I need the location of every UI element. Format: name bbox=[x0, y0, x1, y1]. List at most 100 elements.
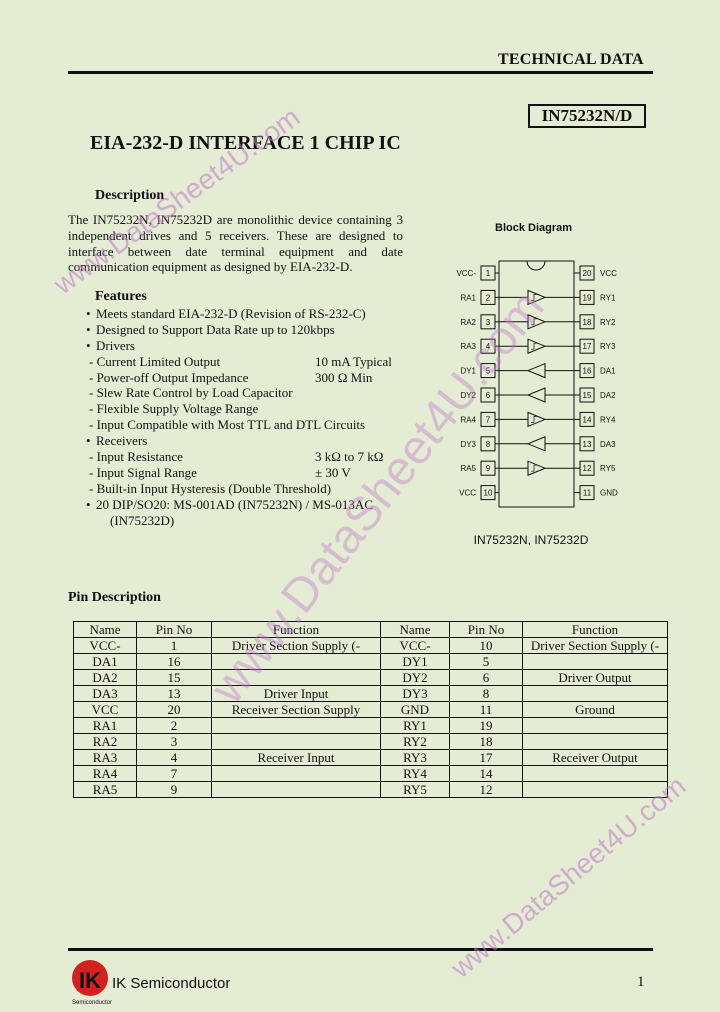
table-cell: 19 bbox=[449, 717, 523, 734]
pin-number: 4 bbox=[486, 342, 491, 351]
table-cell: Receiver Output bbox=[522, 749, 668, 766]
description-heading: Description bbox=[95, 188, 165, 203]
feature-text: Designed to Support Data Rate up to 120k… bbox=[96, 321, 335, 337]
receiver-buffer bbox=[527, 338, 547, 354]
table-cell: RY1 bbox=[380, 717, 450, 734]
pin-number: 14 bbox=[583, 415, 592, 424]
pin-label: DA3 bbox=[600, 440, 616, 449]
part-number-box: IN75232N/D bbox=[528, 104, 646, 128]
table-cell bbox=[522, 685, 668, 702]
pin-number: 1 bbox=[486, 269, 491, 278]
pin-number: 19 bbox=[583, 293, 592, 302]
feature-text: Receivers bbox=[96, 433, 148, 449]
feature-item: Meets standard EIA-232-D (Revision of RS… bbox=[86, 306, 416, 322]
pin-number: 11 bbox=[583, 489, 592, 498]
svg-text:Semiconductor: Semiconductor bbox=[72, 1000, 112, 1006]
ik-logo: IK Semiconductor bbox=[72, 960, 112, 1006]
pin-number: 18 bbox=[583, 318, 592, 327]
table-cell: Driver Output bbox=[522, 669, 668, 686]
table-cell: 7 bbox=[136, 765, 212, 782]
feature-text: - Input Signal Range bbox=[89, 464, 197, 480]
pin-label: VCC bbox=[600, 269, 617, 278]
column-header: Name bbox=[73, 621, 137, 638]
pin-number: 17 bbox=[583, 342, 592, 351]
pin-number: 15 bbox=[583, 391, 592, 400]
feature-text: - Power-off Output Impedance bbox=[89, 369, 249, 385]
table-cell: 1 bbox=[136, 637, 212, 654]
pin-number: 8 bbox=[486, 440, 491, 449]
table-cell bbox=[522, 653, 668, 670]
table-cell: VCC- bbox=[380, 637, 450, 654]
hysteresis-mark bbox=[531, 416, 537, 423]
header-rule bbox=[68, 71, 653, 74]
svg-text:IK: IK bbox=[79, 968, 101, 993]
hysteresis-mark bbox=[531, 464, 537, 472]
table-cell: RA2 bbox=[73, 733, 137, 750]
table-cell: DA1 bbox=[73, 653, 137, 670]
table-cell: 6 bbox=[449, 669, 523, 686]
table-cell: DY3 bbox=[380, 685, 450, 702]
pin-label: DY2 bbox=[460, 391, 476, 400]
feature-text: - Input Resistance bbox=[89, 449, 183, 465]
pin-number: 12 bbox=[583, 464, 592, 473]
driver-buffer bbox=[526, 387, 546, 403]
pin-label: GND bbox=[600, 489, 618, 498]
feature-item: - Built-in Input Hysteresis (Double Thre… bbox=[86, 481, 416, 497]
table-cell bbox=[211, 717, 381, 734]
document-title: EIA-232-D INTERFACE 1 CHIP IC bbox=[90, 132, 401, 154]
block-diagram: 1VCC-2RA13RA24RA35DY16DY27RA48DY39RA510V… bbox=[456, 260, 618, 545]
pin-label: RA3 bbox=[460, 342, 476, 351]
table-cell: RA5 bbox=[73, 781, 137, 798]
driver-buffer bbox=[526, 436, 546, 452]
footer-rule bbox=[68, 948, 653, 951]
driver-buffer bbox=[526, 362, 546, 379]
feature-text: Meets standard EIA-232-D (Revision of RS… bbox=[96, 306, 366, 321]
table-cell bbox=[522, 733, 668, 750]
pin-label: RY5 bbox=[600, 464, 616, 473]
feature-item: - Flexible Supply Voltage Range bbox=[86, 401, 416, 417]
pin-label: RY1 bbox=[600, 293, 616, 302]
pin-number: 9 bbox=[486, 464, 491, 473]
feature-item: Designed to Support Data Rate up to 120k… bbox=[86, 322, 416, 338]
table-cell: VCC bbox=[73, 701, 137, 718]
pin-label: RA1 bbox=[460, 293, 476, 302]
pin-label: RY2 bbox=[600, 318, 616, 327]
feature-item: Drivers bbox=[86, 338, 416, 354]
feature-value: ± 30 V bbox=[315, 464, 351, 480]
feature-value: 3 kΩ to 7 kΩ bbox=[315, 449, 384, 465]
feature-item: - Input Resistance 3 kΩ to 7 kΩ bbox=[86, 449, 416, 465]
receiver-buffer bbox=[527, 314, 547, 330]
table-cell: RA4 bbox=[73, 765, 137, 782]
table-cell: Driver Section Supply (- bbox=[522, 637, 668, 654]
feature-text: - Current Limited Output bbox=[89, 353, 221, 369]
receiver-buffer bbox=[527, 460, 547, 476]
pin-number: 3 bbox=[486, 318, 491, 327]
table-cell bbox=[211, 733, 381, 750]
pin-number: 7 bbox=[486, 415, 491, 424]
pin-label: DA1 bbox=[600, 367, 616, 376]
pin-description-heading: Pin Description bbox=[68, 590, 161, 605]
hysteresis-mark bbox=[531, 318, 537, 326]
pin-label: RY3 bbox=[600, 342, 616, 351]
hysteresis-mark bbox=[531, 294, 537, 301]
table-cell bbox=[522, 781, 668, 798]
table-cell: 13 bbox=[136, 685, 212, 702]
receiver-buffer bbox=[527, 289, 547, 306]
hysteresis-mark bbox=[531, 342, 537, 350]
features-list: Meets standard EIA-232-D (Revision of RS… bbox=[86, 306, 416, 528]
pin-label: DY1 bbox=[460, 367, 476, 376]
table-cell bbox=[522, 717, 668, 734]
table-cell: 9 bbox=[136, 781, 212, 798]
feature-text: - Input Compatible with Most TTL and DTL… bbox=[89, 417, 366, 433]
table-cell: DA2 bbox=[73, 669, 137, 686]
table-cell: 8 bbox=[449, 685, 523, 702]
table-cell: RY2 bbox=[380, 733, 450, 750]
